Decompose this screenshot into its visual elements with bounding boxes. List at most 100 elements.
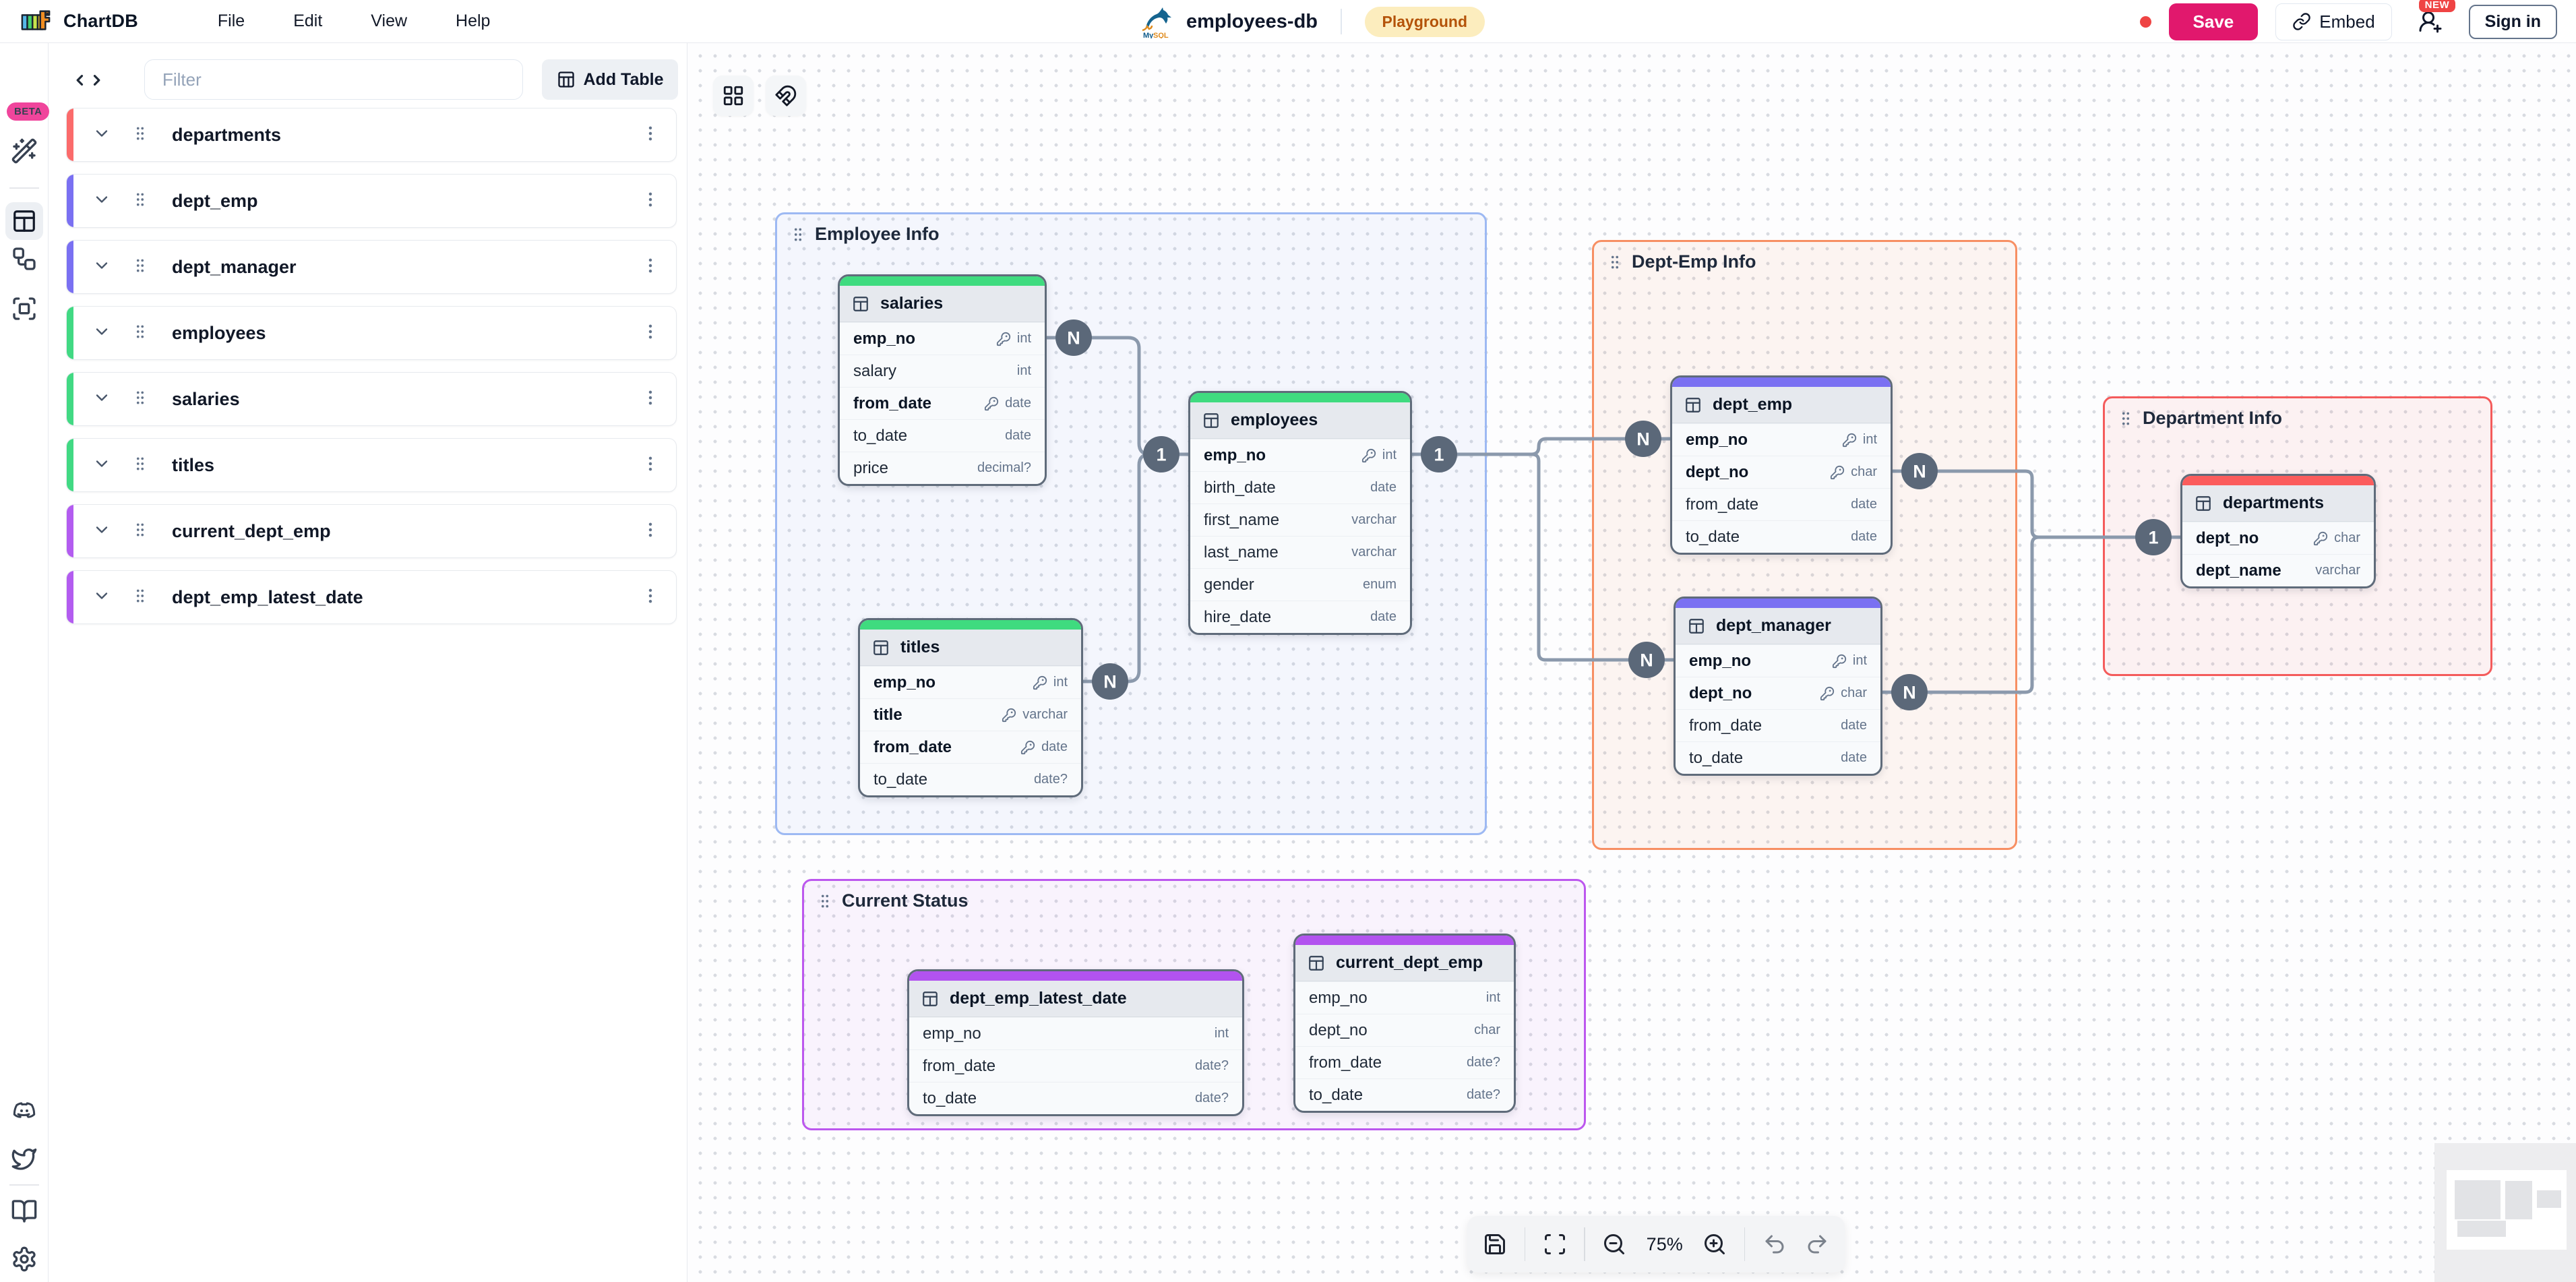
chevron-down-icon[interactable]	[92, 586, 111, 605]
discord-icon[interactable]	[11, 1097, 38, 1124]
grip-vertical-icon[interactable]	[131, 587, 149, 605]
menu-edit[interactable]: Edit	[293, 11, 323, 30]
grip-vertical-icon[interactable]	[131, 455, 149, 472]
kebab-menu-icon[interactable]	[641, 256, 660, 275]
sidebar-table-row[interactable]: employees	[66, 306, 677, 360]
grip-vertical-icon[interactable]	[131, 389, 149, 406]
invite-user-button[interactable]: NEW	[2410, 0, 2456, 42]
rail-areas-tab[interactable]	[11, 295, 38, 322]
table-header[interactable]: dept_emp	[1672, 387, 1891, 423]
chevron-down-icon[interactable]	[92, 454, 111, 473]
magic-wand-icon[interactable]	[11, 138, 38, 164]
sidebar-table-row[interactable]: departments	[66, 108, 677, 162]
field-name: emp_no	[853, 329, 916, 348]
table-header[interactable]: departments	[2182, 485, 2374, 522]
zoom-out-button[interactable]	[1596, 1225, 1633, 1264]
kebab-menu-icon[interactable]	[641, 454, 660, 473]
sidebar-table-row[interactable]: dept_manager	[66, 240, 677, 294]
top-menu-bar: ChartDB File Edit View Help My SQL emplo…	[0, 0, 2576, 43]
fit-view-button[interactable]	[1536, 1225, 1573, 1264]
twitter-icon[interactable]	[11, 1145, 38, 1172]
relationship-edge[interactable]	[1410, 452, 1676, 662]
rail-relationships-tab[interactable]	[11, 245, 38, 272]
menu-view[interactable]: View	[371, 11, 408, 30]
sidebar-table-name: dept_emp_latest_date	[172, 586, 363, 607]
table-header[interactable]: dept_manager	[1676, 608, 1880, 644]
kebab-menu-icon[interactable]	[641, 124, 660, 143]
kebab-menu-icon[interactable]	[641, 190, 660, 209]
chevron-down-icon[interactable]	[92, 190, 111, 209]
zoom-in-button[interactable]	[1696, 1225, 1734, 1264]
sidebar-table-row[interactable]: salaries	[66, 372, 677, 426]
grip-vertical-icon[interactable]	[131, 125, 149, 142]
table-color-strip	[1295, 936, 1514, 945]
chevron-down-icon[interactable]	[92, 124, 111, 143]
grip-vertical-icon[interactable]	[131, 323, 149, 340]
kebab-menu-icon[interactable]	[641, 586, 660, 605]
grip-vertical-icon[interactable]	[131, 257, 149, 274]
grip-vertical-icon	[816, 892, 834, 910]
minimap[interactable]	[2434, 1143, 2576, 1282]
sidebar-table-row[interactable]: dept_emp	[66, 174, 677, 228]
table-header[interactable]: salaries	[840, 286, 1045, 322]
snap-to-grid-button[interactable]	[766, 75, 806, 116]
table-color-bar	[67, 307, 73, 359]
menu-file[interactable]: File	[217, 11, 245, 30]
sign-in-button[interactable]: Sign in	[2468, 4, 2557, 39]
field-name: dept_no	[1686, 462, 1749, 481]
grip-vertical-icon[interactable]	[131, 521, 149, 539]
relationship-edge[interactable]	[1045, 336, 1190, 456]
sidebar-table-row[interactable]: current_dept_emp	[66, 504, 677, 558]
settings-gear-icon[interactable]	[11, 1246, 38, 1273]
undo-button[interactable]	[1756, 1225, 1793, 1264]
filter-input[interactable]	[144, 59, 523, 100]
table-color-strip	[860, 620, 1081, 630]
save-button[interactable]: Save	[2168, 3, 2259, 40]
rail-tables-tab[interactable]	[5, 202, 43, 240]
grip-vertical-icon	[2117, 410, 2135, 427]
diagram-name[interactable]: employees-db	[1186, 10, 1318, 32]
table-header[interactable]: dept_emp_latest_date	[909, 981, 1242, 1017]
kebab-menu-icon[interactable]	[641, 520, 660, 539]
kebab-menu-icon[interactable]	[641, 388, 660, 407]
add-table-button[interactable]: Add Table	[542, 59, 678, 100]
embed-button[interactable]: Embed	[2275, 3, 2392, 40]
show-all-button[interactable]	[713, 75, 754, 116]
field-name: emp_no	[1204, 446, 1266, 464]
sidebar-table-row[interactable]: dept_emp_latest_date	[66, 570, 677, 624]
kebab-menu-icon[interactable]	[641, 322, 660, 341]
zoom-level[interactable]: 75%	[1646, 1233, 1683, 1254]
relationship-edge[interactable]	[1081, 452, 1190, 683]
menu-help[interactable]: Help	[456, 11, 491, 30]
cardinality-marker: N	[1628, 642, 1665, 678]
table-header[interactable]: current_dept_emp	[1295, 945, 1514, 981]
code-xml-icon[interactable]	[75, 67, 101, 93]
relationship-edge[interactable]	[1891, 469, 2182, 539]
chevron-down-icon[interactable]	[92, 388, 111, 407]
topbar-actions: Save Embed NEW Sign in	[2139, 0, 2557, 43]
field-name: dept_no	[1689, 683, 1752, 702]
chevron-down-icon[interactable]	[92, 322, 111, 341]
docs-book-icon[interactable]	[11, 1198, 38, 1225]
sidebar-table-row[interactable]: titles	[66, 438, 677, 492]
chevron-down-icon[interactable]	[92, 256, 111, 275]
chevron-down-icon[interactable]	[92, 520, 111, 539]
table-header[interactable]: employees	[1190, 402, 1410, 439]
redo-button[interactable]	[1798, 1225, 1835, 1264]
relationship-edge[interactable]	[1880, 535, 2182, 694]
table-header[interactable]: titles	[860, 630, 1081, 666]
beta-badge: BETA	[7, 102, 50, 121]
save-diagram-button[interactable]	[1477, 1225, 1514, 1264]
grip-vertical-icon[interactable]	[131, 191, 149, 208]
